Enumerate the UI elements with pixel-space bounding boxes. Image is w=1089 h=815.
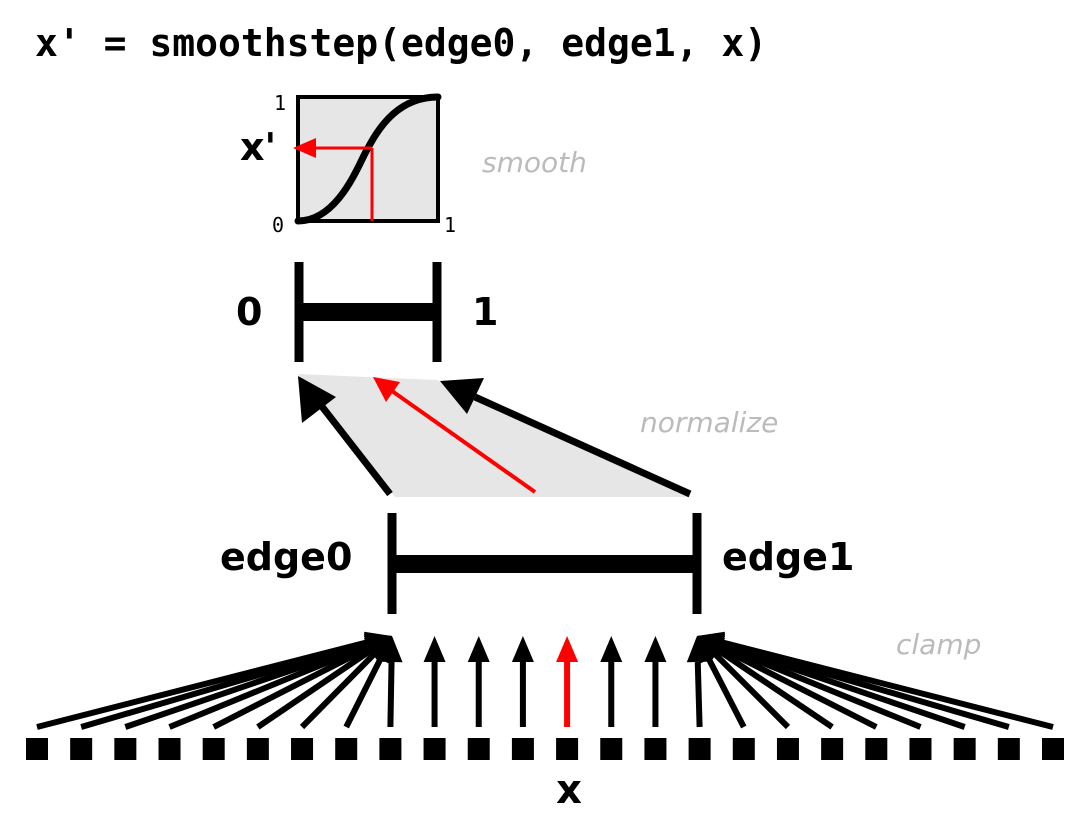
edge0-label: edge0 <box>220 535 352 579</box>
unit-range-high-label: 1 <box>472 290 498 334</box>
normalize-arrow-low-shaft <box>317 401 393 497</box>
input-sample-22 <box>997 738 1020 760</box>
input-sample-17 <box>776 738 799 760</box>
unit-range-low-label: 0 <box>236 290 262 334</box>
clamp-caption: clamp <box>896 628 981 661</box>
edge1-label: edge1 <box>722 535 854 579</box>
clamp-arrow-head-8 <box>380 636 403 663</box>
unit-range: 0 1 <box>236 262 498 362</box>
normalize-mapping: normalize <box>298 374 778 498</box>
input-sample-4 <box>202 738 225 760</box>
normalize-region <box>298 374 692 497</box>
clamp-arrow-head-11 <box>511 636 534 662</box>
input-sample-15 <box>688 738 711 760</box>
normalize-arrow-high-shaft <box>473 393 692 498</box>
normalize-caption: normalize <box>640 406 778 439</box>
input-sample-6 <box>291 738 314 760</box>
clamp-arrow-head-10 <box>467 636 490 662</box>
clamp-arrow-shaft-8 <box>387 661 395 728</box>
axis-top-label: 1 <box>274 91 286 115</box>
edge-range: edge0 edge1 <box>220 513 854 614</box>
input-samples <box>26 738 1064 760</box>
output-arrow-head <box>293 138 316 158</box>
axis-right-label: 1 <box>444 213 456 237</box>
input-sample-11 <box>511 738 534 760</box>
input-sample-0 <box>26 738 48 760</box>
clamp-arrows <box>36 631 1054 730</box>
clamp-arrow-shaft-5 <box>256 648 373 730</box>
input-sample-12 <box>556 738 579 760</box>
input-sample-3 <box>158 738 181 760</box>
clamp-arrow-shaft-19 <box>718 645 878 730</box>
clamp-arrow-shaft-4 <box>212 645 371 730</box>
input-sample-16 <box>732 738 755 760</box>
axis-origin-label: 0 <box>272 213 284 237</box>
clamp-arrow-shaft-15 <box>694 661 703 728</box>
clamp-arrow-shaft-1 <box>80 640 368 730</box>
input-sample-20 <box>909 738 932 760</box>
smooth-caption: smooth <box>482 146 587 179</box>
clamp-arrow-shaft-20 <box>719 643 922 730</box>
clamp-arrow-shaft-2 <box>124 641 369 730</box>
input-sample-1 <box>70 738 93 760</box>
clamp-arrow-shaft-7 <box>343 657 383 729</box>
input-sample-2 <box>114 738 137 760</box>
input-sample-18 <box>821 738 844 760</box>
normalize-arrow-sample-head <box>373 377 400 402</box>
output-axis-label: x' <box>240 125 276 169</box>
clamp-arrow-shaft-3 <box>168 643 370 730</box>
smooth-graph: x' 1 0 1 smooth <box>240 91 587 237</box>
clamp-arrow-head-23 <box>697 631 725 654</box>
clamp-arrow-shaft-6 <box>299 652 376 730</box>
input-sample-13 <box>600 738 623 760</box>
clamp-arrow-head-14 <box>644 636 667 662</box>
input-sample-8 <box>379 738 402 760</box>
input-sample-7 <box>335 738 358 760</box>
input-sample-9 <box>423 738 446 760</box>
input-sample-10 <box>467 738 490 760</box>
input-x-label: x <box>556 767 582 813</box>
clamp-arrow-shaft-17 <box>713 652 791 730</box>
clamp-arrow-shaft-21 <box>720 641 966 730</box>
clamp-arrow-shaft-23 <box>721 639 1054 730</box>
normalize-arrow-high-head <box>440 378 484 414</box>
clamp-arrow-head-12 <box>556 636 579 662</box>
graph-box <box>296 95 440 223</box>
normalize-arrow-sample-shaft <box>390 389 537 494</box>
clamp-arrow-head-13 <box>600 636 623 662</box>
clamp-arrow-shaft-18 <box>716 648 834 730</box>
clamp-arrow-shaft-16 <box>706 657 747 729</box>
input-sample-19 <box>865 738 888 760</box>
input-sample-21 <box>953 738 976 760</box>
input-sample-23 <box>1042 738 1064 760</box>
normalize-arrow-low-head <box>298 376 336 423</box>
formula-title: x' = smoothstep(edge0, edge1, x) <box>35 21 767 65</box>
input-sample-5 <box>246 738 269 760</box>
input-sample-14 <box>644 738 667 760</box>
clamp-arrow-head-9 <box>423 636 446 662</box>
